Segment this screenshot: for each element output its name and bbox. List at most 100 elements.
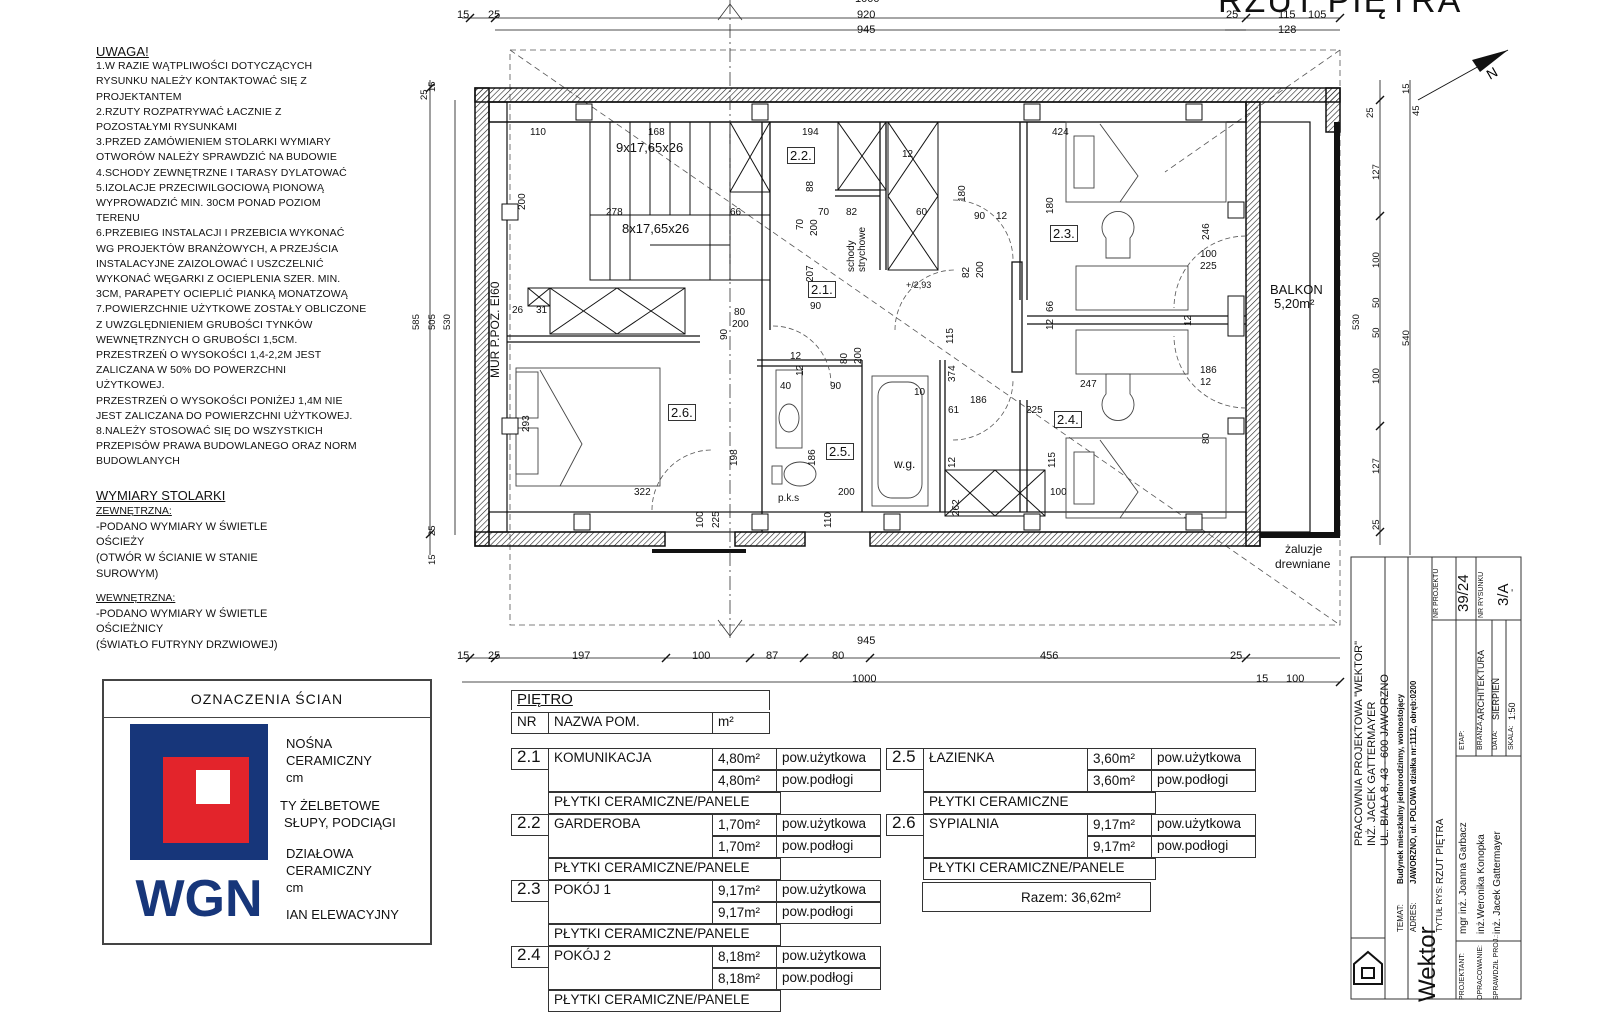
floor-area: 9,17m² bbox=[718, 905, 761, 920]
notes-title: UWAGA! bbox=[96, 44, 149, 59]
subject-label: TEMAT: bbox=[1396, 904, 1405, 932]
shutters-label: żaluzje bbox=[1285, 542, 1323, 556]
inner-dimension: 225 bbox=[1200, 261, 1217, 272]
dim-bottom: 15 bbox=[457, 650, 470, 662]
drawing-no-label: NR RYSUNKU bbox=[1478, 571, 1485, 618]
inner-dimension: 90 bbox=[810, 301, 822, 312]
inner-dimension: 12 bbox=[947, 456, 958, 468]
north-arrow: N bbox=[1417, 49, 1509, 101]
table-cell-border bbox=[1151, 770, 1256, 792]
table-cell-border bbox=[923, 792, 1156, 814]
designer-label: PROJEKTANT: bbox=[1459, 953, 1466, 1000]
inner-dimension: 100 bbox=[1050, 487, 1067, 498]
notes-line: RYSUNKU NALEŻY KONTAKTOWAĆ SIĘ Z bbox=[96, 75, 307, 88]
dim-top: 15 bbox=[457, 9, 470, 21]
dim-left: 585 bbox=[411, 314, 422, 330]
inner-dimension: 12 bbox=[1045, 318, 1056, 330]
table-cell-border bbox=[776, 968, 881, 990]
inner-dimension: 262 bbox=[951, 499, 962, 516]
inner-dimension: 82 bbox=[846, 207, 858, 218]
room-number: 2.3 bbox=[517, 879, 541, 898]
drawing-no: 3/A bbox=[1495, 583, 1512, 606]
prepared-label: OPRACOWANIE: bbox=[1477, 945, 1484, 1000]
notes-line: WYPROWADZIĆ MIN. 30CM PONAD POZIOM bbox=[96, 197, 321, 210]
doors bbox=[651, 199, 1247, 511]
room-name: KOMUNIKACJA bbox=[554, 750, 652, 765]
notes-line: 1.W RAZIE WĄTPLIWOŚCI DOTYCZĄCYCH bbox=[96, 60, 313, 73]
notes-line: WYKONAĆ WĘGARKI Z OCIEPLENIA SZER. MIN. bbox=[96, 273, 341, 286]
inner-dimension: 278 bbox=[606, 207, 623, 218]
inner-dimension: 26 bbox=[512, 305, 524, 316]
inner-dimension: 12 bbox=[1183, 314, 1194, 326]
notes-lines: 1.W RAZIE WĄTPLIWOŚCI DOTYCZĄCYCH RYSUNKU… bbox=[96, 59, 396, 469]
notes-line: ZALICZANA W 50% DO POWERZCHNI bbox=[96, 364, 287, 377]
col-header-nr: NR bbox=[517, 714, 537, 729]
dim-bottom: 100 bbox=[692, 650, 711, 662]
inner-dimension: 31 bbox=[536, 305, 548, 316]
table-cell-border bbox=[776, 880, 881, 902]
inner-dimension: 61 bbox=[948, 405, 960, 416]
scale: 1:50 bbox=[1507, 702, 1517, 720]
usable-area: 1,70m² bbox=[718, 817, 761, 832]
notes-line: 4.SCHODY ZEWNĘTRZNE I TARASY DYLATOWAĆ bbox=[96, 166, 347, 179]
room-number: 2.5 bbox=[892, 747, 916, 766]
notes-line: WEWNĘTRZNYCH O GRUBOŚCI 1,5CM. bbox=[96, 333, 298, 346]
dim-top: 25 bbox=[1226, 9, 1239, 21]
dim-top: 115 bbox=[1278, 9, 1296, 21]
dim-top: 25 bbox=[488, 9, 501, 21]
legend-row: cm bbox=[286, 770, 304, 785]
inner-dimension: 322 bbox=[634, 487, 651, 498]
wgn-logo-text: WGN bbox=[135, 870, 262, 926]
floor-area: 8,18m² bbox=[718, 971, 761, 986]
table-cell-border bbox=[776, 748, 881, 770]
notes-line: INSTALACYJNE ZAIZOLOWAĆ I USZCZELNIĆ bbox=[96, 257, 324, 270]
columns bbox=[501, 103, 1245, 531]
dim-right: 50 bbox=[1371, 327, 1382, 338]
inner-dimension: 194 bbox=[802, 127, 819, 138]
col-header-name: NAZWA POM. bbox=[554, 714, 640, 729]
inner-dimension: 225 bbox=[1026, 405, 1043, 416]
office-address: UL. BIAŁA 8, 43 - 600 JAWORZNO bbox=[1379, 674, 1391, 846]
floor-area-label: pow.podłogi bbox=[782, 970, 854, 985]
floor-area-label: pow.podłogi bbox=[782, 904, 854, 919]
designer: mgr inż. Joanna Garbacz bbox=[1458, 822, 1469, 934]
section-line bbox=[717, 0, 743, 640]
inner-dimension: 374 bbox=[947, 365, 958, 382]
checked-by: inż. Jacek Gattermayer bbox=[1492, 831, 1503, 934]
inner-dimension: 12 bbox=[790, 351, 802, 362]
room-tag-2-1: 2.1. bbox=[808, 281, 836, 298]
notes-line: 3.PRZED ZAMÓWIENIEM STOLARKI WYMIARY bbox=[96, 136, 331, 149]
inner-dimension: 12 bbox=[996, 211, 1008, 222]
inner-dimension: 82 bbox=[961, 266, 972, 278]
notes-line: PRZESTRZEŃ O WYSOKOŚCI 1,4-2,2M JEST bbox=[96, 349, 322, 362]
dim-top: 105 bbox=[1308, 9, 1327, 21]
inner-dimension: 180 bbox=[1045, 197, 1056, 214]
legend-row: CERAMICZNY bbox=[286, 753, 372, 768]
inner-dimension: 200 bbox=[975, 261, 986, 278]
room-number: 2.4 bbox=[517, 945, 541, 964]
checked-label: SPRAWDZIŁ PROJ.: bbox=[1493, 934, 1500, 1000]
inner-dimension: 80 bbox=[734, 307, 746, 318]
joinery-title: WYMIARY STOLARKI bbox=[96, 488, 226, 503]
dim-left: 530 bbox=[442, 314, 453, 330]
dimension-ticks bbox=[425, 13, 1385, 687]
balcony-label: BALKON bbox=[1270, 282, 1323, 297]
scale-label: SKALA: bbox=[1508, 725, 1515, 750]
usable-area-label: pow.użytkowa bbox=[1157, 816, 1242, 831]
notes-line: WG PROJEKTÓW BRANŻOWYCH, A PRZEJŚCIA bbox=[96, 242, 339, 255]
usable-area: 9,17m² bbox=[718, 883, 761, 898]
legend-row: cm bbox=[286, 880, 304, 895]
inner-dimension: 115 bbox=[945, 328, 956, 344]
inner-dimension: 70 bbox=[795, 218, 806, 230]
usable-area: 3,60m² bbox=[1093, 751, 1136, 766]
fire-wall-label: MUR P.POZ. EI60 bbox=[488, 281, 502, 378]
table-cell-border bbox=[548, 792, 781, 814]
inner-dimension: 80 bbox=[1201, 432, 1212, 444]
dim-bottom: 15 bbox=[1256, 673, 1269, 685]
inner-dimension: 246 bbox=[1201, 223, 1212, 240]
furniture bbox=[515, 121, 1227, 519]
legend-row: TY ŻELBETOWE bbox=[280, 798, 380, 813]
floor-finish: PŁYTKI CERAMICZNE/PANELE bbox=[554, 926, 750, 941]
floor-area: 4,80m² bbox=[718, 773, 761, 788]
